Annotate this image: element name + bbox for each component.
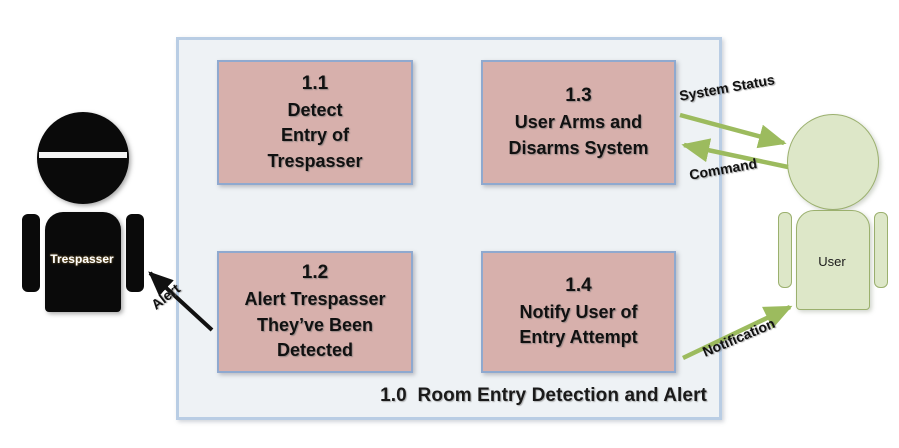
actor-trespasser-label: Trespasser [50,252,114,266]
process-box-1-1[interactable]: 1.1 Detect Entry of Trespasser [217,60,413,185]
process-text-line: User Arms and [514,112,643,133]
process-text-line: Detect [287,99,343,120]
process-text-line: Notify User of [519,301,638,322]
process-text-line: Trespasser [267,150,363,171]
user-head-icon [787,114,879,210]
process-number: 1.3 [565,85,592,107]
trespasser-visor-icon [39,152,127,158]
user-arm-right-icon [874,212,888,288]
trespasser-arm-right-icon [126,214,144,292]
process-text-line: They’ve Been [256,314,374,335]
process-text-line: Entry of [280,125,349,146]
process-number: 1.2 [301,262,329,284]
process-text-line: Alert Trespasser [244,289,386,310]
process-number: 1.4 [565,274,592,296]
actor-user-label: User [818,254,846,269]
process-box-1-2[interactable]: 1.2 Alert Trespasser They’ve Been Detect… [217,251,413,373]
system-boundary-label: 1.0 Room Entry Detection and Alert [380,385,707,406]
trespasser-head-icon [37,112,129,204]
process-number: 1.1 [301,72,329,94]
trespasser-arm-left-icon [22,214,40,292]
process-box-1-3[interactable]: 1.3 User Arms and Disarms System [481,60,676,185]
user-arm-left-icon [778,212,792,288]
process-text-line: Disarms System [508,137,649,158]
process-box-1-4[interactable]: 1.4 Notify User of Entry Attempt [481,251,676,373]
process-text-line: Entry Attempt [519,327,638,348]
actor-user[interactable]: User [772,114,892,314]
process-text-line: Detected [276,340,354,361]
user-torso-icon [796,210,870,310]
actor-trespasser[interactable]: Trespasser [18,112,146,317]
trespasser-torso-icon [45,212,121,312]
